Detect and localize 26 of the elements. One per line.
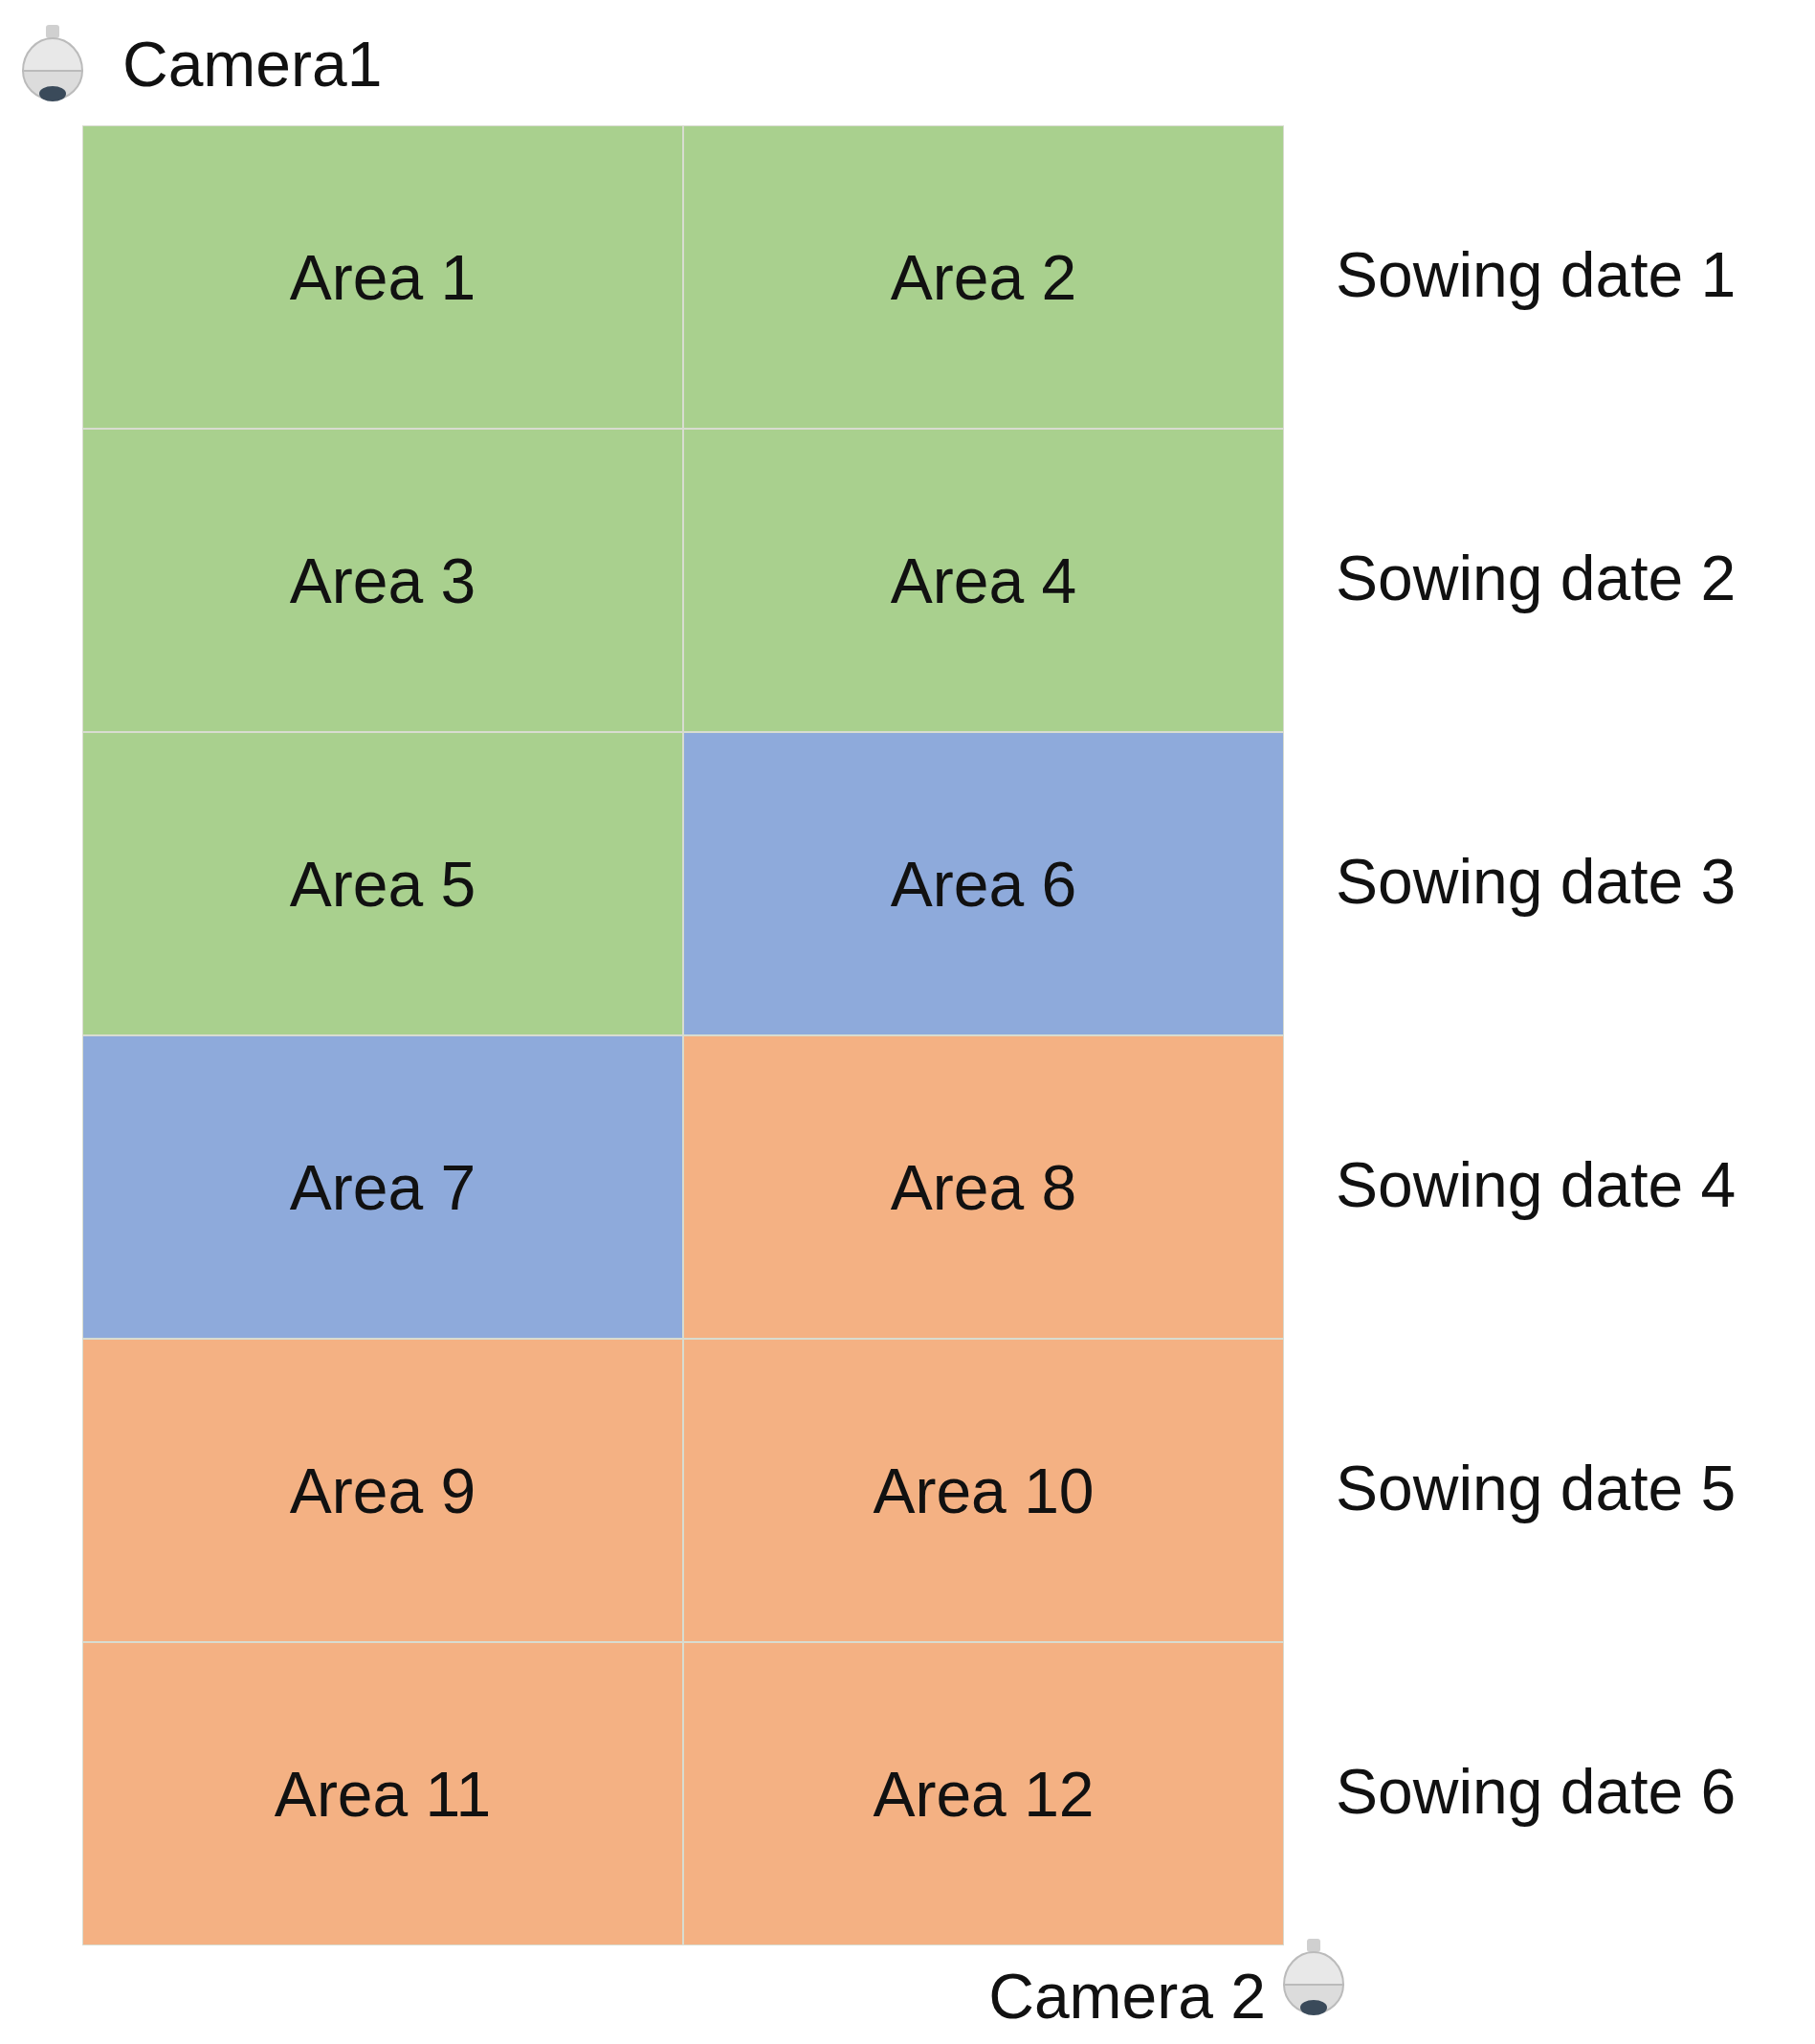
camera-label: Camera1: [122, 33, 383, 96]
plot-area: [82, 125, 683, 429]
plot-area: [683, 1339, 1284, 1642]
plot-area: [82, 1035, 683, 1339]
area-label: Area 2: [890, 240, 1077, 314]
area-label: Area 9: [289, 1454, 476, 1527]
area-label: Area 6: [890, 847, 1077, 921]
area-label: Area 12: [873, 1757, 1095, 1831]
plot-area: [683, 1642, 1284, 1945]
plot-area: [82, 429, 683, 732]
area-label: Area 4: [890, 544, 1077, 617]
area-label: Area 8: [890, 1150, 1077, 1224]
camera-label: Camera 2: [988, 1965, 1266, 2028]
area-label: Area 7: [289, 1150, 476, 1224]
plot-area: [82, 732, 683, 1035]
plot-area: [683, 732, 1284, 1035]
area-label: Area 5: [289, 847, 476, 921]
plot-area: [82, 1642, 683, 1945]
area-label: Area 10: [873, 1454, 1095, 1527]
plot-area: [683, 125, 1284, 429]
area-label: Area 11: [274, 1757, 492, 1831]
area-label: Area 3: [289, 544, 476, 617]
area-label: Area 1: [289, 240, 476, 314]
plot-area: [683, 1035, 1284, 1339]
plot-area: [82, 1339, 683, 1642]
plot-area: [683, 429, 1284, 732]
